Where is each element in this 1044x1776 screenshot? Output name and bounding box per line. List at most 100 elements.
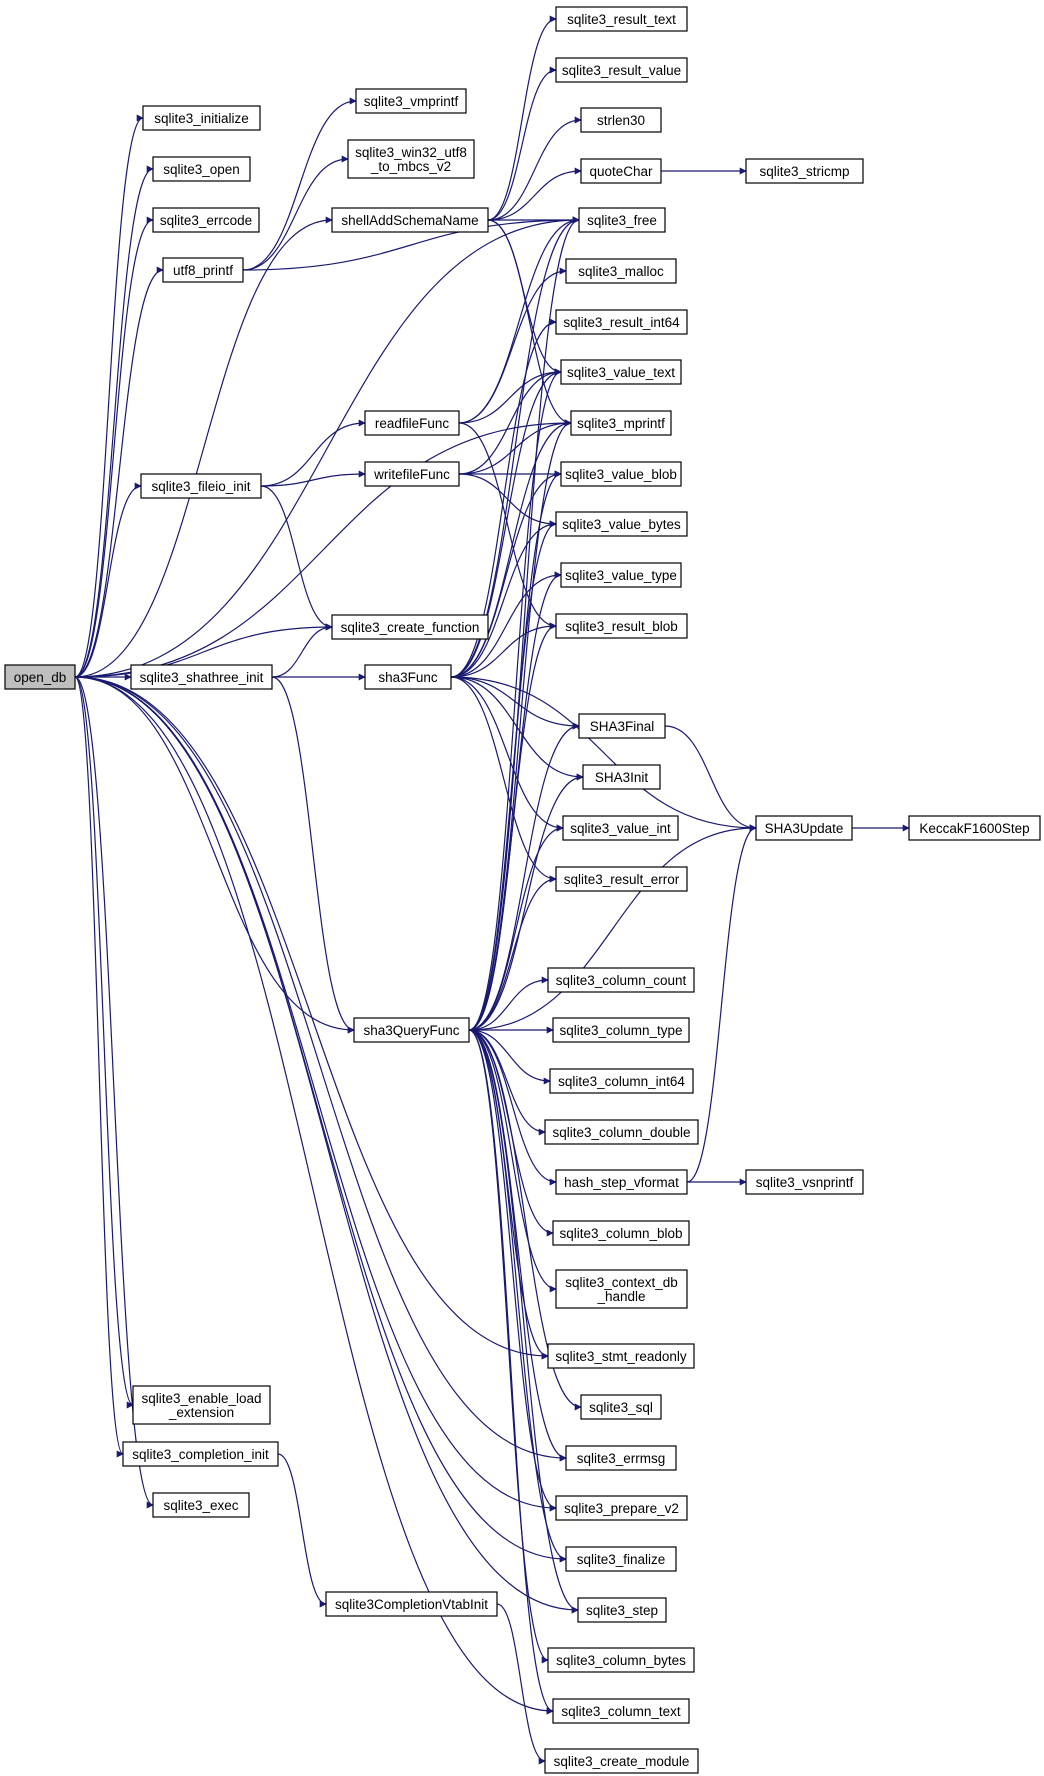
node-vint[interactable]: sqlite3_value_int — [562, 815, 679, 841]
node-label: sqlite3CompletionVtabInit — [335, 1597, 488, 1612]
node-rerror[interactable]: sqlite3_result_error — [555, 866, 688, 892]
node-label: sqlite3_win32_utf8 — [355, 145, 467, 160]
node-vtext[interactable]: sqlite3_value_text — [560, 359, 682, 385]
node-cbytes[interactable]: sqlite3_column_bytes — [547, 1647, 695, 1673]
node-sql[interactable]: sqlite3_sql — [580, 1394, 662, 1420]
node-box — [555, 309, 688, 335]
node-keccak[interactable]: KeccakF1600Step — [908, 815, 1041, 841]
node-open[interactable]: sqlite3_open — [152, 156, 251, 182]
node-errmsg[interactable]: sqlite3_errmsg — [565, 1445, 677, 1471]
node-vtype[interactable]: sqlite3_value_type — [560, 562, 682, 588]
node-vmprintf[interactable]: sqlite3_vmprintf — [355, 88, 467, 114]
node-init[interactable]: sqlite3_initialize — [142, 105, 261, 131]
node-hashstep[interactable]: hash_step_vformat — [555, 1169, 688, 1195]
node-label: sqlite3_errmsg — [577, 1451, 666, 1466]
edge-sha3-to-vbytes — [450, 520, 557, 678]
node-malloc[interactable]: sqlite3_malloc — [565, 258, 677, 284]
node-ctxdb[interactable]: sqlite3_context_db_handle — [555, 1269, 688, 1309]
node-label: sqlite3_result_int64 — [563, 315, 680, 330]
node-box — [578, 207, 666, 233]
node-box — [140, 473, 262, 499]
edge-sha3-to-vtype — [450, 571, 562, 678]
node-supdate[interactable]: SHA3Update — [755, 815, 853, 841]
edge-hashstep-to-supdate — [686, 824, 757, 1183]
node-prepare[interactable]: sqlite3_prepare_v2 — [555, 1495, 688, 1521]
node-box — [552, 1698, 690, 1724]
node-box — [152, 156, 251, 182]
node-label: utf8_printf — [173, 263, 233, 278]
node-createmod[interactable]: sqlite3_create_module — [544, 1748, 699, 1774]
node-utf8[interactable]: utf8_printf — [162, 257, 244, 283]
node-compinit[interactable]: sqlite3_completion_init — [122, 1441, 279, 1467]
node-sha3q[interactable]: sha3QueryFunc — [353, 1017, 470, 1043]
edge-open_db-to-sha3q — [74, 676, 355, 1034]
node-box — [347, 139, 475, 179]
node-cdouble[interactable]: sqlite3_column_double — [544, 1119, 699, 1145]
node-label: sqlite3_finalize — [577, 1552, 666, 1567]
node-box — [555, 866, 688, 892]
node-box — [4, 664, 76, 690]
node-label: _to_mbcs_v2 — [370, 159, 451, 174]
edge-shell-to-rvalue — [487, 66, 557, 221]
node-enable[interactable]: sqlite3_enable_load_extension — [132, 1385, 271, 1425]
edge-sha3q-to-rblob — [468, 622, 557, 1031]
node-rvalue[interactable]: sqlite3_result_value — [555, 57, 688, 83]
node-vblob[interactable]: sqlite3_value_blob — [560, 461, 682, 487]
node-box — [364, 410, 460, 436]
node-label: sqlite3_column_blob — [559, 1226, 682, 1241]
node-finalize[interactable]: sqlite3_finalize — [565, 1546, 677, 1572]
node-sinit[interactable]: SHA3Init — [582, 764, 661, 790]
node-win32[interactable]: sqlite3_win32_utf8_to_mbcs_v2 — [347, 139, 475, 179]
node-box — [152, 1492, 250, 1518]
node-sfinal[interactable]: SHA3Final — [578, 713, 666, 739]
node-label: sha3Func — [378, 670, 438, 685]
node-errcode[interactable]: sqlite3_errcode — [152, 207, 260, 233]
node-compvt[interactable]: sqlite3CompletionVtabInit — [325, 1591, 498, 1617]
node-readfile[interactable]: readfileFunc — [364, 410, 460, 436]
edge-open_db-to-readonly — [74, 676, 549, 1360]
node-label: sqlite3_create_function — [341, 620, 480, 635]
node-stricmp[interactable]: sqlite3_stricmp — [745, 158, 864, 184]
edge-fileio-to-createfn — [260, 485, 333, 631]
node-box — [547, 1647, 695, 1673]
edge-shell-to-quote — [487, 167, 582, 221]
node-box — [544, 1119, 699, 1145]
node-ctype[interactable]: sqlite3_column_type — [552, 1017, 690, 1043]
node-label: quoteChar — [589, 164, 653, 179]
node-writefile[interactable]: writefileFunc — [364, 461, 460, 487]
node-fileio[interactable]: sqlite3_fileio_init — [140, 473, 262, 499]
edge-sha3-to-rblob — [450, 622, 557, 678]
node-quote[interactable]: quoteChar — [580, 158, 662, 184]
node-rtext[interactable]: sqlite3_result_text — [555, 6, 688, 32]
node-readonly[interactable]: sqlite3_stmt_readonly — [547, 1343, 695, 1369]
node-rint64[interactable]: sqlite3_result_int64 — [555, 309, 688, 335]
node-label: sqlite3_prepare_v2 — [564, 1501, 679, 1516]
node-label: KeccakF1600Step — [919, 821, 1029, 836]
node-cint64[interactable]: sqlite3_column_int64 — [549, 1068, 694, 1094]
node-shathree[interactable]: sqlite3_shathree_init — [130, 664, 273, 690]
node-box — [580, 158, 662, 184]
node-mprintf[interactable]: sqlite3_mprintf — [570, 410, 672, 436]
node-label: sqlite3_exec — [163, 1498, 238, 1513]
node-vsnprintf[interactable]: sqlite3_vsnprintf — [745, 1169, 864, 1195]
node-sha3[interactable]: sha3Func — [364, 664, 452, 690]
node-ccount[interactable]: sqlite3_column_count — [547, 967, 695, 993]
node-rblob[interactable]: sqlite3_result_blob — [555, 613, 688, 639]
node-shell[interactable]: shellAddSchemaName — [331, 207, 489, 233]
node-cblob[interactable]: sqlite3_column_blob — [552, 1220, 690, 1246]
node-exec[interactable]: sqlite3_exec — [152, 1492, 250, 1518]
node-vbytes[interactable]: sqlite3_value_bytes — [555, 511, 688, 537]
node-strlen[interactable]: strlen30 — [580, 107, 662, 133]
node-box — [555, 511, 688, 537]
edge-readfile-to-vtext — [458, 368, 562, 424]
node-label: sqlite3_vsnprintf — [756, 1175, 854, 1190]
edge-shell-to-rtext — [487, 15, 557, 221]
node-label: sqlite3_malloc — [578, 264, 664, 279]
node-step[interactable]: sqlite3_step — [577, 1597, 667, 1623]
edge-utf8-to-vmprintf — [242, 97, 357, 271]
node-free[interactable]: sqlite3_free — [578, 207, 666, 233]
node-createfn[interactable]: sqlite3_create_function — [331, 614, 489, 640]
node-ctext[interactable]: sqlite3_column_text — [552, 1698, 690, 1724]
node-open_db[interactable]: open_db — [4, 664, 76, 690]
edge-compinit-to-compvt — [277, 1453, 327, 1608]
